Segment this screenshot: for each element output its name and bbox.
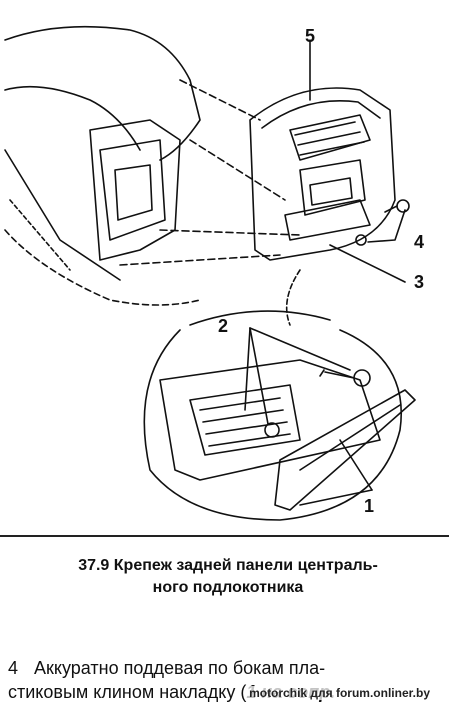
step-number: 4 bbox=[8, 658, 19, 678]
caption-line-2: ного подлокотника bbox=[152, 579, 304, 596]
callout-label-1: 1 bbox=[364, 496, 375, 516]
caption-line-1: 37.9 Крепеж задней панели централь- bbox=[78, 557, 378, 574]
technical-illustration: 5 4 3 2 1 bbox=[0, 25, 449, 537]
instruction-paragraph: 4 Аккуратно поддевая по бокам пла- стиков… bbox=[8, 656, 443, 704]
callout-label-5: 5 bbox=[305, 26, 316, 46]
callout-label-3: 3 bbox=[414, 272, 425, 292]
figure-caption: 37.9 Крепеж задней панели централь- ного… bbox=[18, 555, 438, 599]
armrest-panel-drawing bbox=[4, 25, 416, 521]
callout-label-2: 2 bbox=[218, 316, 229, 336]
callout-label-4: 4 bbox=[414, 232, 425, 252]
instruction-line-1: 4 Аккуратно поддевая по бокам пла- bbox=[8, 656, 443, 680]
watermark: motorchik для forum.onliner.by bbox=[246, 686, 433, 700]
instruction-text-2: стиковым клином накладку ( bbox=[8, 682, 247, 702]
instruction-text-1: Аккуратно поддевая по бокам пла- bbox=[34, 658, 326, 678]
